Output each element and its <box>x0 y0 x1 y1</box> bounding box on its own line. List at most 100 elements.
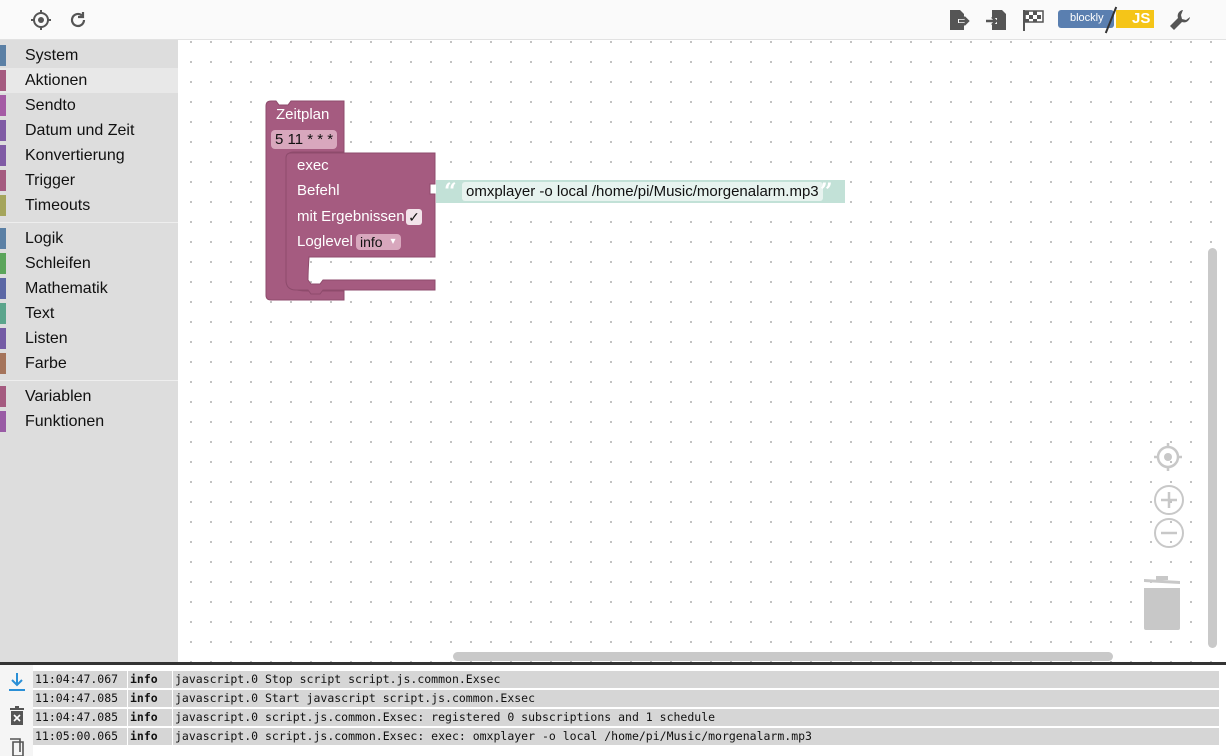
category-color <box>0 195 6 216</box>
category-label: Datum und Zeit <box>25 121 135 139</box>
schedule-block-title: Zeitplan <box>276 106 330 123</box>
chevron-down-icon: ▾ <box>390 236 396 247</box>
log-time: 11:04:47.085 <box>35 691 119 705</box>
category-label: Funktionen <box>25 412 105 430</box>
zoom-out-icon[interactable] <box>1153 517 1185 549</box>
trash-icon[interactable] <box>1140 570 1184 632</box>
loglevel-label: Loglevel <box>297 233 353 250</box>
checkered-flag-icon[interactable] <box>1021 8 1045 32</box>
refresh-icon[interactable] <box>66 8 90 32</box>
log-message: javascript.0 script.js.common.Exsec: reg… <box>172 709 1219 726</box>
export-icon[interactable] <box>947 8 971 32</box>
js-label: JS <box>1132 10 1151 27</box>
log-row: 11:05:00.065 info javascript.0 script.js… <box>33 728 1219 745</box>
category-label: Trigger <box>25 171 76 189</box>
results-label: mit Ergebnissen <box>297 208 405 225</box>
category-color <box>0 170 6 191</box>
copy-icon[interactable] <box>6 735 28 756</box>
category-aktionen[interactable]: Aktionen <box>0 68 178 93</box>
loglevel-dropdown[interactable]: info ▾ <box>356 234 401 250</box>
scroll-bottom-icon[interactable] <box>6 671 28 693</box>
category-color <box>0 253 6 274</box>
exec-block-title: exec <box>297 157 329 174</box>
category-sendto[interactable]: Sendto <box>0 93 178 118</box>
category-label: Listen <box>25 329 68 347</box>
category-funktionen[interactable]: Funktionen <box>0 409 178 434</box>
text-string-block[interactable]: “ omxplayer -o local /home/pi/Music/morg… <box>436 180 845 204</box>
blockly-label: blockly <box>1070 12 1104 24</box>
log-panel: 11:04:47.067 info javascript.0 Stop scri… <box>0 662 1226 756</box>
log-toolbar <box>0 665 33 756</box>
blockly-to-js-icon[interactable]: blockly JS <box>1058 6 1156 34</box>
category-datum-und-zeit[interactable]: Datum und Zeit <box>0 118 178 143</box>
clear-log-icon[interactable] <box>6 705 28 727</box>
category-label: Logik <box>25 229 64 247</box>
category-color <box>0 120 6 141</box>
category-color <box>0 45 6 66</box>
command-value-field[interactable]: omxplayer -o local /home/pi/Music/morgen… <box>462 182 823 201</box>
category-divider <box>0 380 178 381</box>
log-row: 11:04:47.085 info javascript.0 Start jav… <box>33 690 1219 707</box>
results-checkbox[interactable]: ✓ <box>406 209 422 225</box>
category-divider <box>0 222 178 223</box>
category-color <box>0 328 6 349</box>
category-group-1: System Aktionen Sendto Datum und Zeit Ko… <box>0 43 178 218</box>
category-label: System <box>25 46 79 64</box>
log-message: javascript.0 Start javascript script.js.… <box>172 690 1219 707</box>
category-color <box>0 145 6 166</box>
log-severity: info <box>127 709 171 726</box>
vertical-scrollbar[interactable] <box>1208 248 1217 648</box>
category-farbe[interactable]: Farbe <box>0 351 178 376</box>
wrench-icon[interactable] <box>1168 8 1192 32</box>
category-timeouts[interactable]: Timeouts <box>0 193 178 218</box>
category-color <box>0 278 6 299</box>
log-time: 11:04:47.067 <box>35 672 119 686</box>
locate-icon[interactable] <box>29 8 53 32</box>
category-mathematik[interactable]: Mathematik <box>0 276 178 301</box>
log-severity: info <box>127 671 171 688</box>
block-shapes <box>265 100 436 301</box>
category-system[interactable]: System <box>0 43 178 68</box>
category-label: Aktionen <box>25 71 88 89</box>
horizontal-scrollbar[interactable] <box>453 652 1113 661</box>
category-label: Timeouts <box>25 196 91 214</box>
category-color <box>0 353 6 374</box>
log-row: 11:04:47.085 info javascript.0 script.js… <box>33 709 1219 726</box>
center-icon[interactable] <box>1153 442 1183 472</box>
log-message: javascript.0 Stop script script.js.commo… <box>172 671 1219 688</box>
toolbar: blockly JS <box>0 0 1226 40</box>
category-konvertierung[interactable]: Konvertierung <box>0 143 178 168</box>
log-row: 11:04:47.067 info javascript.0 Stop scri… <box>33 671 1219 688</box>
category-schleifen[interactable]: Schleifen <box>0 251 178 276</box>
category-color <box>0 70 6 91</box>
log-message: javascript.0 script.js.common.Exsec: exe… <box>172 728 1219 745</box>
category-group-3: Variablen Funktionen <box>0 384 178 434</box>
import-icon[interactable] <box>985 8 1009 32</box>
category-logik[interactable]: Logik <box>0 226 178 251</box>
category-label: Mathematik <box>25 279 108 297</box>
category-listen[interactable]: Listen <box>0 326 178 351</box>
category-label: Variablen <box>25 387 92 405</box>
category-color <box>0 303 6 324</box>
category-color <box>0 95 6 116</box>
category-color <box>0 411 6 432</box>
log-time: 11:04:47.085 <box>35 710 119 724</box>
category-label: Konvertierung <box>25 146 125 164</box>
category-label: Sendto <box>25 96 76 114</box>
zoom-in-icon[interactable] <box>1153 484 1185 516</box>
cron-field[interactable]: 5 11 * * * <box>271 130 338 149</box>
loglevel-value: info <box>360 234 383 250</box>
category-variablen[interactable]: Variablen <box>0 384 178 409</box>
block-category-sidebar: System Aktionen Sendto Datum und Zeit Ko… <box>0 40 178 662</box>
blockly-workspace[interactable]: Zeitplan 5 11 * * * exec Befehl mit Erge… <box>178 40 1226 662</box>
category-group-2: Logik Schleifen Mathematik Text Listen F… <box>0 226 178 376</box>
category-text[interactable]: Text <box>0 301 178 326</box>
log-severity: info <box>127 690 171 707</box>
log-severity: info <box>127 728 171 745</box>
category-label: Schleifen <box>25 254 91 272</box>
category-color <box>0 386 6 407</box>
category-color <box>0 228 6 249</box>
category-trigger[interactable]: Trigger <box>0 168 178 193</box>
command-label: Befehl <box>297 182 340 199</box>
